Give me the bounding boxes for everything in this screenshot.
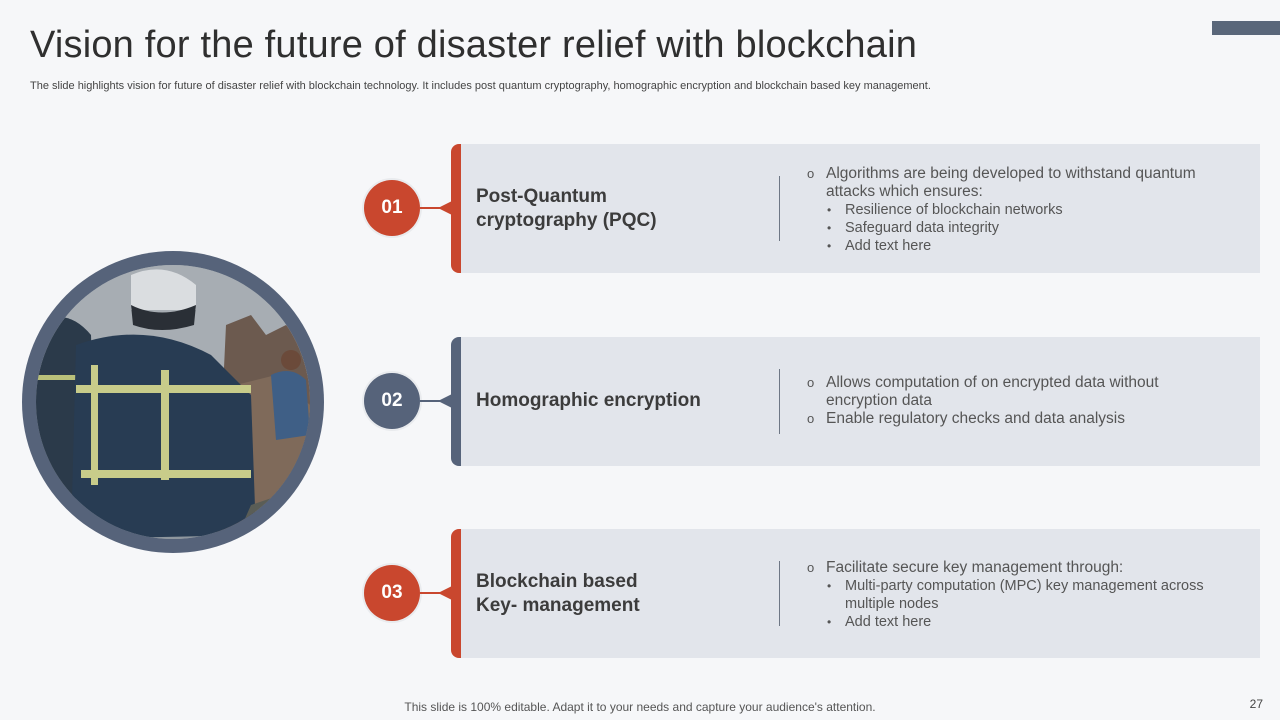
bullet-text: Algorithms are being developed to withst… — [826, 165, 1196, 182]
sub-bullet: Resilience of blockchain networks — [806, 201, 1226, 219]
sub-bullet: Add text here — [806, 613, 1226, 631]
photo-frame — [22, 251, 324, 553]
card-accent-bar — [451, 144, 461, 273]
connector-line — [420, 592, 442, 594]
bullet-text: Enable regulatory checks and data analys… — [826, 410, 1125, 427]
vision-item-2: 02 Homographic encryption Allows computa… — [0, 337, 1280, 467]
pointer-notch — [438, 201, 452, 215]
item-card: Blockchain based Key- management Facilit… — [461, 529, 1260, 658]
item-card: Homographic encryption Allows computatio… — [461, 337, 1260, 466]
card-divider — [779, 176, 780, 241]
item-points: Facilitate secure key management through… — [806, 559, 1226, 631]
bullet-point: Allows computation of on encrypted data … — [806, 374, 1226, 410]
vision-item-1: 01 Post-Quantum cryptography (PQC) Algor… — [0, 144, 1280, 274]
slide-title: Vision for the future of disaster relief… — [30, 24, 918, 66]
bullet-point: Enable regulatory checks and data analys… — [806, 410, 1226, 428]
card-accent-bar — [451, 529, 461, 658]
item-title-line: Post-Quantum — [476, 186, 607, 207]
item-number-badge: 01 — [364, 180, 420, 236]
pointer-notch — [438, 394, 452, 408]
pointer-notch — [438, 586, 452, 600]
item-card: Post-Quantum cryptography (PQC) Algorith… — [461, 144, 1260, 273]
slide-subtitle: The slide highlights vision for future o… — [30, 80, 931, 92]
item-title: Homographic encryption — [476, 389, 766, 413]
page-number: 27 — [1249, 697, 1263, 711]
corner-accent-bar — [1212, 21, 1280, 35]
item-title: Post-Quantum cryptography (PQC) — [476, 185, 766, 233]
item-points: Algorithms are being developed to withst… — [806, 165, 1226, 255]
bullet-text: encryption data — [826, 392, 932, 409]
sub-bullet: Safeguard data integrity — [806, 219, 1226, 237]
bullet-point: Facilitate secure key management through… — [806, 559, 1226, 577]
card-accent-bar — [451, 337, 461, 466]
item-points: Allows computation of on encrypted data … — [806, 374, 1226, 428]
item-number-badge: 03 — [364, 565, 420, 621]
footer-note: This slide is 100% editable. Adapt it to… — [404, 700, 876, 714]
item-title-line: cryptography (PQC) — [476, 210, 657, 231]
bullet-text: attacks which ensures: — [826, 183, 983, 200]
item-title-line: Blockchain based — [476, 571, 638, 592]
item-title-line: Key- management — [476, 595, 640, 616]
bullet-point: Algorithms are being developed to withst… — [806, 165, 1226, 201]
sub-bullet: Add text here — [806, 237, 1226, 255]
item-title-line: Homographic encryption — [476, 390, 701, 411]
connector-line — [420, 400, 442, 402]
sub-bullet-text: Multi-party computation (MPC) key manage… — [845, 578, 1204, 594]
vision-item-3: 03 Blockchain based Key- management Faci… — [0, 529, 1280, 659]
card-divider — [779, 561, 780, 626]
bullet-text: Facilitate secure key management through… — [826, 559, 1124, 576]
item-title: Blockchain based Key- management — [476, 570, 766, 618]
sub-bullet: Multi-party computation (MPC) key manage… — [806, 577, 1226, 613]
item-number-badge: 02 — [364, 373, 420, 429]
bullet-text: Allows computation of on encrypted data … — [826, 374, 1159, 391]
connector-line — [420, 207, 442, 209]
sub-bullet-text: multiple nodes — [845, 596, 939, 612]
card-divider — [779, 369, 780, 434]
